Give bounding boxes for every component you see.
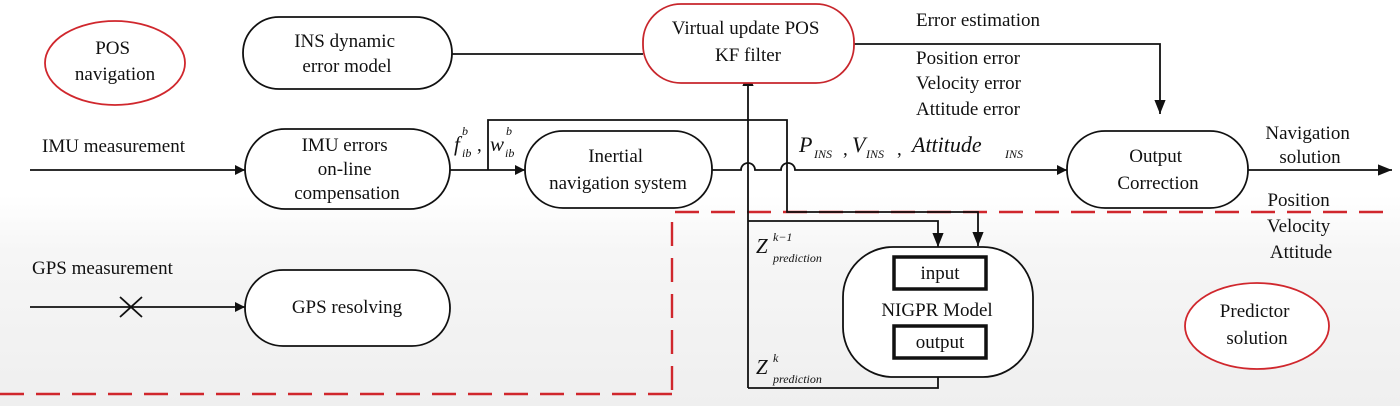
ins-velocity-label: V INS xyxy=(852,132,884,161)
svg-text:Z: Z xyxy=(756,355,768,379)
imu-errors-compensation-label: IMU errors on-line compensation xyxy=(294,135,400,204)
line-ins-to-output xyxy=(712,162,1067,175)
line-f-w-branch xyxy=(487,119,984,246)
svg-text:Z: Z xyxy=(756,234,768,258)
virtual-update-kf-filter-label: Virtual update POS KF filter xyxy=(672,18,824,66)
nigpr-input-box xyxy=(892,255,988,291)
svg-text:V: V xyxy=(852,132,868,157)
inertial-navigation-system-label: Inertial navigation system xyxy=(549,146,687,194)
svg-text:Attitude: Attitude xyxy=(910,132,982,157)
nigpr-model-label: NIGPR Model xyxy=(881,300,992,321)
pos-navigation-ellipse xyxy=(44,20,186,106)
pos-navigation-label: POS navigation xyxy=(75,38,156,85)
imu-errors-compensation-box xyxy=(244,128,451,210)
ins-attitude-label: Attitude INS xyxy=(910,132,1023,161)
svg-text:b: b xyxy=(506,124,512,138)
error-types-list: Position error Velocity error Attitude e… xyxy=(916,48,1026,120)
line-kf-to-error-estimation xyxy=(854,43,1166,114)
z-prediction-current-label: Z k prediction xyxy=(756,351,822,386)
predictor-solution-ellipse xyxy=(1184,282,1330,370)
solution-items-list: Position Velocity Attitude xyxy=(1267,190,1335,263)
inertial-navigation-system-box xyxy=(524,130,713,209)
ins-position-label: P INS xyxy=(798,132,832,161)
gps-resolving-label: GPS resolving xyxy=(292,297,403,318)
navigation-solution-label: Navigation solution xyxy=(1265,123,1354,168)
svg-text:k−1: k−1 xyxy=(773,230,792,244)
svg-text:ib: ib xyxy=(505,146,514,160)
imu-measurement-label: IMU measurement xyxy=(42,136,186,157)
specific-force-label: f b ib xyxy=(454,124,471,160)
gps-resolving-box xyxy=(244,269,451,347)
angular-rate-label: w b ib xyxy=(490,124,514,160)
rate-separator-comma: , xyxy=(477,135,482,156)
line-zk1-to-input xyxy=(748,220,944,247)
gps-measurement-label: GPS measurement xyxy=(32,258,174,279)
svg-text:k: k xyxy=(773,351,779,365)
gps-signal-lost-cross-icon xyxy=(119,296,143,318)
virtual-update-kf-filter-box xyxy=(642,3,855,84)
comma-2: , xyxy=(897,139,902,160)
svg-text:b: b xyxy=(462,124,468,138)
output-correction-box xyxy=(1066,130,1249,209)
nigpr-input-label: input xyxy=(920,263,960,284)
ins-dynamic-error-model-box xyxy=(242,16,453,90)
svg-text:INS: INS xyxy=(1004,147,1023,161)
predictor-solution-label: Predictor solution xyxy=(1220,301,1294,349)
svg-text:prediction: prediction xyxy=(772,372,822,386)
svg-text:w: w xyxy=(490,132,504,156)
output-correction-label: Output Correction xyxy=(1117,146,1199,194)
svg-text:ib: ib xyxy=(462,146,471,160)
z-prediction-previous-label: Z k−1 prediction xyxy=(756,230,822,265)
svg-text:P: P xyxy=(798,132,812,157)
comma-1: , xyxy=(843,139,848,160)
error-estimation-label: Error estimation xyxy=(916,10,1040,31)
svg-text:INS: INS xyxy=(813,147,832,161)
svg-text:f: f xyxy=(454,132,463,156)
svg-text:INS: INS xyxy=(865,147,884,161)
svg-text:prediction: prediction xyxy=(772,251,822,265)
ins-dynamic-error-model-label: INS dynamic error model xyxy=(294,31,400,77)
nigpr-output-box xyxy=(892,324,988,360)
nigpr-output-label: output xyxy=(916,332,965,353)
